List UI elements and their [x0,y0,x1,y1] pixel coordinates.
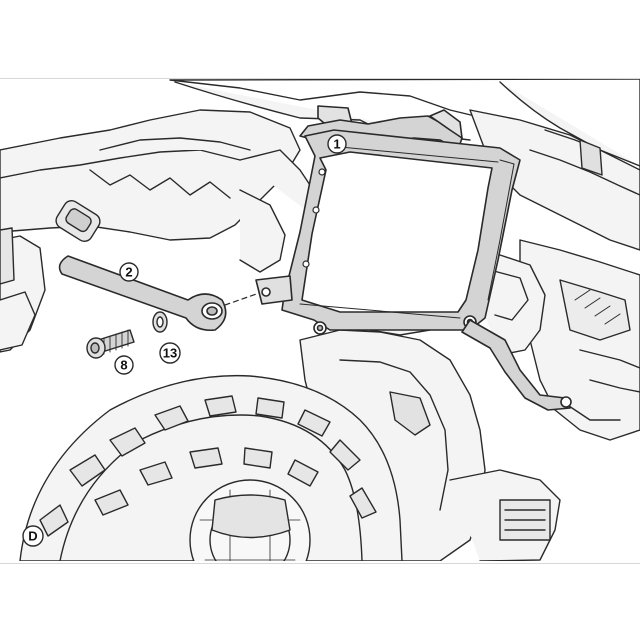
part-1-frame [255,105,572,411]
callout-1: 1 [327,134,347,154]
callout-8: 8 [114,355,134,375]
part-13-washer [152,311,168,333]
part-8-bolt [86,329,135,359]
callout-2: 2 [119,262,139,282]
part-2-bar [58,255,263,332]
callout-2-label: 2 [125,265,132,280]
callout-13: 13 [159,342,181,364]
view-badge: D [22,525,44,547]
callout-group: 1 2 8 13 D [22,134,347,547]
rear-tire [19,374,403,561]
view-letter: D [28,529,37,544]
callout-13-label: 13 [163,346,177,361]
callout-8-label: 8 [120,358,127,373]
callout-1-label: 1 [333,137,340,152]
